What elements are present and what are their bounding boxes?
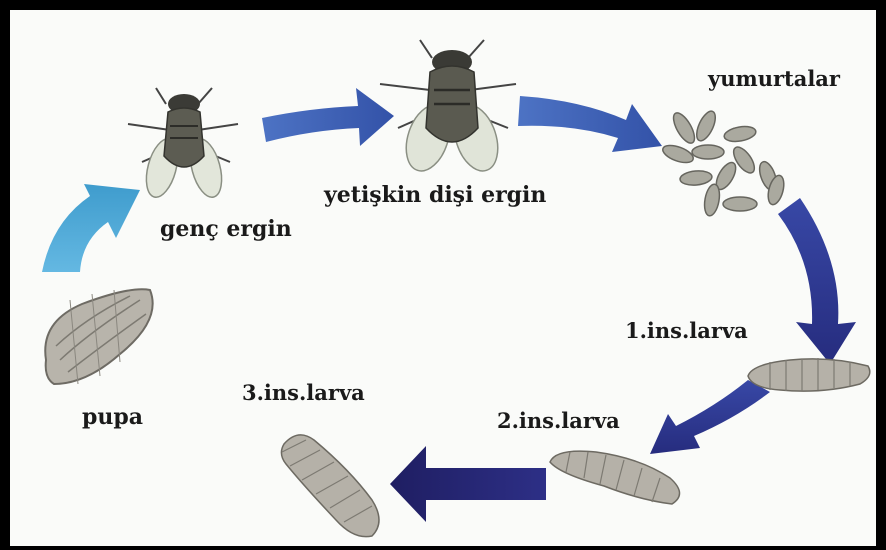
label-pupa: pupa	[82, 404, 143, 430]
label-larva2: 2.ins.larva	[497, 408, 620, 433]
arrow-larva1-to-larva2	[650, 380, 770, 454]
label-larva3: 3.ins.larva	[242, 380, 365, 405]
label-adult-female: yetişkin dişi ergin	[324, 182, 546, 208]
arrow-larva2-to-larva3	[390, 446, 546, 522]
label-larva1: 1.ins.larva	[625, 318, 748, 343]
young-adult-fly-illustration	[128, 88, 238, 201]
larva3-illustration	[281, 435, 379, 537]
label-young-adult: genç ergin	[160, 216, 292, 242]
arrow-adult-female-to-eggs	[518, 96, 662, 152]
arrow-young-adult-to-adult-female	[262, 88, 394, 146]
adult-female-fly-illustration	[380, 40, 516, 177]
label-eggs: yumurtalar	[708, 66, 840, 91]
eggs-illustration	[661, 109, 787, 217]
larva1-illustration	[748, 358, 870, 391]
pupa-illustration	[45, 289, 152, 384]
arrow-eggs-to-larva1	[778, 198, 856, 364]
arrow-pupa-to-young-adult	[42, 184, 140, 272]
larva2-illustration	[550, 451, 680, 504]
